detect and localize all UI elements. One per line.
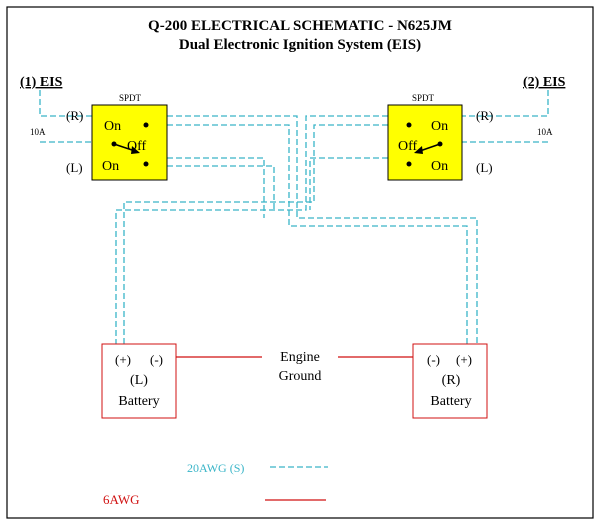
battery-right: (-) (+) (R) Battery [412,343,488,419]
battery-right-pos: (+) [456,352,472,367]
fuse-left-label: 10A [30,127,46,137]
battery-left: (+) (-) (L) Battery [101,343,177,419]
switch-right-lever-arrow [414,146,423,154]
battery-left-name: Battery [118,394,159,409]
switch-left-body [91,104,168,181]
wire-left-switch-bottom [167,157,265,218]
switch-left-type: SPDT [119,93,142,103]
switch-right-on-bottom: On [431,159,448,174]
switch-right: SPDT (R) (L) On Off On [387,93,493,181]
wire-eis2-r [462,90,549,117]
battery-right-name: Battery [430,394,471,409]
legend: 20AWG (S) 6AWG [103,461,328,507]
legend-power-label: 6AWG [103,492,140,507]
signal-wires [39,90,549,344]
switch-left-l-label: (L) [66,160,83,175]
eis-right-label: (2) EIS [523,75,566,90]
switch-left: SPDT (R) (L) On Off On [66,93,168,181]
battery-right-body [412,343,488,419]
switch-left-r-label: (R) [66,108,83,123]
switch-right-on-top: On [431,119,448,134]
switch-right-l-label: (L) [476,160,493,175]
switch-left-lever-arrow [131,146,140,154]
legend-signal-label: 20AWG (S) [187,461,244,475]
battery-right-neg: (-) [427,352,440,367]
wire-right-switch-top [115,115,388,344]
diagram-border [6,6,594,519]
wire-left-switch-bottom-2 [167,165,275,210]
switch-right-body [387,104,463,181]
wire-right-switch-bottom [309,157,388,210]
fuse-right-label: 10A [537,127,553,137]
switch-right-contact-top [406,122,412,128]
switch-left-contact-bottom [143,161,149,167]
engine-ground-line1: Engine [280,350,320,365]
switch-right-contact-bottom [406,161,412,167]
switch-left-on-top: On [104,119,121,134]
battery-left-pos: (+) [115,352,131,367]
battery-left-side: (L) [130,373,148,388]
wire-left-switch-top-2 [167,124,468,344]
switch-right-r-label: (R) [476,108,493,123]
switch-right-off: Off [398,139,418,154]
switch-left-on-bottom: On [102,159,119,174]
diagram-subtitle: Dual Electronic Ignition System (EIS) [179,37,421,53]
wire-left-switch-top [167,115,478,344]
switch-left-contact-top [143,122,149,128]
eis-left-label: (1) EIS [20,75,63,90]
battery-left-neg: (-) [150,352,163,367]
diagram-title: Q-200 ELECTRICAL SCHEMATIC - N625JM [148,18,452,34]
battery-right-side: (R) [442,373,461,388]
engine-ground-line2: Ground [279,369,322,384]
battery-left-body [101,343,177,419]
wire-right-switch-top-2 [123,124,388,344]
switch-right-type: SPDT [412,93,435,103]
